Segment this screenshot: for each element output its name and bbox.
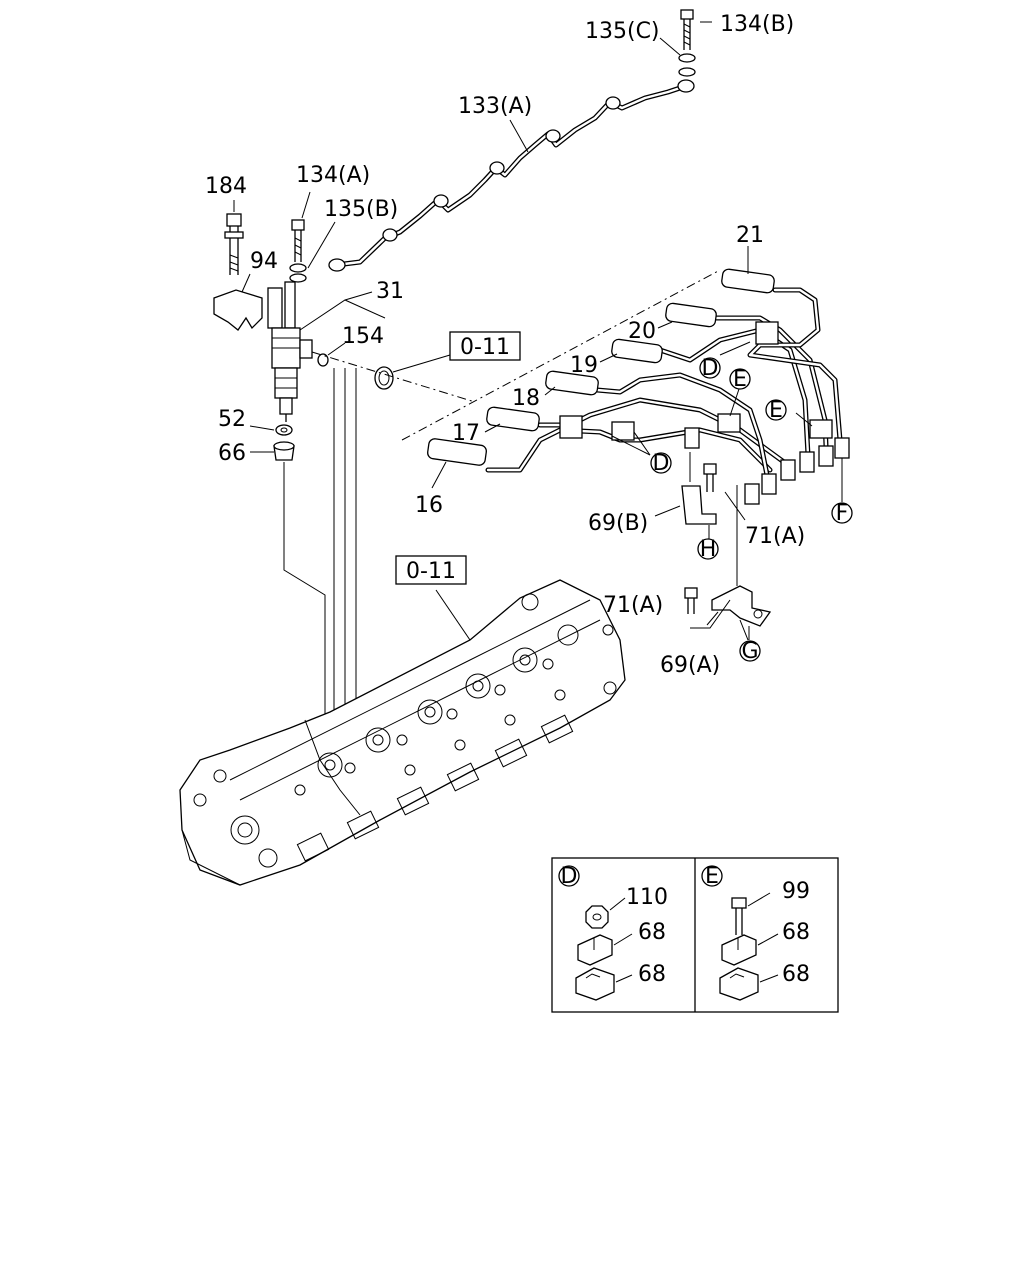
bracket-69a (706, 485, 772, 641)
detail-d-panel: D 110 68 68 (558, 864, 668, 1001)
bolt-134b (659, 9, 712, 77)
detail-d-title: D (561, 864, 578, 889)
marker-e1 (729, 368, 751, 390)
bolt-99 (731, 892, 771, 935)
callout-19: 19 (570, 353, 598, 378)
marker-label-e1: E (733, 367, 747, 392)
nozzle-gasket (374, 354, 451, 390)
marker-e2 (765, 399, 787, 421)
injector-31 (267, 281, 386, 422)
marker-label-f: F (836, 501, 849, 526)
nut-110 (585, 897, 626, 929)
reference-box-b: 0-11 (395, 555, 467, 585)
clamp-94 (213, 273, 263, 331)
clamp-68-d-upper (577, 933, 633, 966)
callout-134a: 134(A) (296, 163, 370, 188)
marker-h (697, 538, 719, 560)
marker-label-h: H (700, 537, 717, 562)
callout-66: 66 (218, 441, 246, 466)
callout-184: 184 (205, 174, 247, 199)
callout-135b: 135(B) (324, 197, 398, 222)
bracket-69b (654, 452, 717, 540)
bolt-184 (224, 200, 244, 275)
detail-d-callout-68-lower: 68 (638, 962, 666, 987)
leak-off-pipe-133a (328, 79, 695, 272)
callout-17: 17 (452, 421, 480, 446)
callout-134b: 134(B) (720, 12, 794, 37)
callout-154: 154 (342, 324, 384, 349)
marker-label-e2: E (769, 398, 783, 423)
callout-69b: 69(B) (588, 511, 648, 536)
detail-d-callout-68-upper: 68 (638, 920, 666, 945)
bolt-71a-lower (684, 587, 731, 629)
detail-box (551, 857, 839, 1013)
detail-e-callout-68-upper: 68 (782, 920, 810, 945)
callout-18: 18 (512, 386, 540, 411)
injection-pipes (427, 268, 850, 505)
marker-f (831, 502, 853, 524)
cylinder-head (179, 579, 626, 886)
centerlines (283, 269, 721, 780)
clamp-68-d-lower (575, 967, 633, 1001)
marker-label-d1: D (702, 356, 719, 381)
callout-71a-upper: 71(A) (745, 524, 805, 549)
detail-e-callout-99: 99 (782, 879, 810, 904)
callout-52: 52 (218, 407, 246, 432)
callout-94: 94 (250, 249, 278, 274)
callout-135c: 135(C) (585, 19, 660, 44)
marker-label-g: G (741, 639, 758, 664)
reference-label-a: 0-11 (460, 335, 510, 360)
reference-label-b: 0-11 (406, 559, 456, 584)
o-ring-154 (317, 342, 346, 367)
reference-box-a: 0-11 (449, 331, 521, 361)
callout-69a: 69(A) (660, 653, 720, 678)
detail-e-callout-68-lower: 68 (782, 962, 810, 987)
callout-71a-lower: 71(A) (603, 593, 663, 618)
callout-31: 31 (376, 279, 404, 304)
bolt-71a-upper (703, 463, 746, 521)
detail-d-callout-110: 110 (626, 885, 668, 910)
marker-d2 (650, 452, 672, 474)
washer-52 (249, 424, 293, 436)
marker-g (739, 640, 761, 662)
callout-20: 20 (628, 319, 656, 344)
marker-label-d2: D (653, 451, 670, 476)
clamp-68-e-lower (719, 967, 779, 1001)
detail-e-panel: E 99 68 68 (701, 864, 810, 1001)
leader-lines (431, 119, 843, 640)
clamp-68-e-upper (721, 933, 779, 966)
callout-21: 21 (736, 223, 764, 248)
marker-d1 (699, 357, 721, 379)
seal-66 (250, 441, 295, 461)
bolt-134a (289, 191, 336, 283)
callout-16: 16 (415, 493, 443, 518)
detail-e-title: E (705, 864, 719, 889)
callout-133a: 133(A) (458, 94, 532, 119)
